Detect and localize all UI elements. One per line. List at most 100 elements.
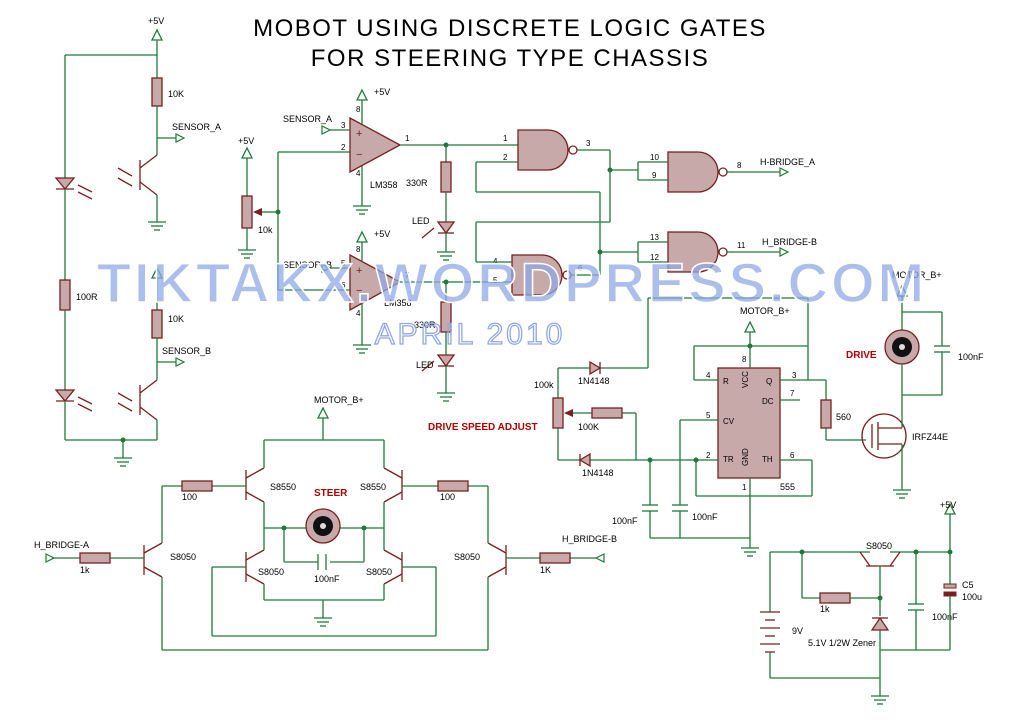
mosfet-irfz44e	[861, 413, 907, 459]
power-supply-section: +5V S8050 1k 5.1V 1/2W Zener 100nF	[760, 500, 982, 705]
resistor-10k-a-label: 10K	[168, 89, 184, 99]
battery-label: 9V	[792, 626, 803, 636]
motor-supply-arrow-icon	[316, 406, 330, 419]
resistor-100-right-label: 100	[440, 492, 455, 502]
title-line-2: FOR STEERING TYPE CHASSIS	[311, 45, 709, 72]
timer-pin-label: R	[723, 377, 729, 386]
pin-number: 4	[356, 169, 361, 178]
led-a-label: LED	[412, 216, 430, 226]
npn-driver-right-label: S8050	[454, 552, 480, 562]
sensor-a-net-label: SENSOR_A	[172, 122, 221, 132]
timer-pin-label: TR	[723, 455, 734, 464]
potentiometer-100k-label: 100k	[534, 380, 554, 390]
hbridge-section: MOTOR_B+ S8550 100 S8550 100 STEER	[34, 395, 617, 651]
pin-number: 3	[792, 371, 797, 380]
resistor-330r-a	[440, 161, 452, 193]
steer-label: STEER	[314, 488, 348, 499]
ground-icon	[148, 221, 166, 231]
pin-number: 7	[405, 271, 410, 280]
plus-icon: +	[356, 265, 362, 277]
comparator-section: +5V 10k + − LM358 SENSOR_A 3 2 +5V 8 4	[238, 87, 518, 402]
timer-pin-label: VCC	[741, 371, 750, 388]
drive-label: DRIVE	[846, 350, 877, 361]
timer-section: R VCC Q DC CV TR GND TH 555 MOTOR_B+ 8 4…	[428, 297, 866, 557]
pin-number: 2	[503, 153, 508, 162]
pin-number: 6	[341, 281, 346, 290]
vcc-arrow-icon	[355, 88, 369, 101]
pin-number: 1	[742, 483, 747, 492]
watermark-date: APRIL 2010	[375, 318, 566, 351]
ground-icon	[871, 695, 889, 705]
hbridge-b-out-label: H_BRIDGE-B	[762, 237, 817, 247]
drive-section: MOTOR_B+ DRIVE 100nF IRFZ44E	[846, 270, 984, 499]
sensor-a-input-label: SENSOR_A	[283, 114, 332, 124]
cap-timing-label: 100nF	[612, 516, 638, 526]
pin-number: 5	[706, 411, 711, 420]
potentiometer-10k-label: 10k	[258, 225, 273, 235]
nand-gate-3	[667, 151, 719, 193]
cap-drive-label: 100nF	[958, 352, 984, 362]
ir-led-b-icon	[54, 389, 76, 403]
motor-supply-label-steer: MOTOR_B+	[314, 395, 364, 405]
led-a-icon	[436, 221, 456, 235]
vcc-arrow-icon	[355, 230, 369, 243]
minus-icon: −	[356, 285, 362, 297]
opamp-a	[349, 116, 402, 174]
pin-number: 8	[737, 161, 742, 170]
resistor-330r-b-label: 330R	[414, 320, 436, 330]
sensor-b-input-label: SENSOR_B	[283, 260, 332, 270]
pin-number: 4	[706, 371, 711, 380]
pin-number: 10	[650, 153, 659, 162]
resistor-10k-b-label: 10K	[168, 314, 184, 324]
pin-number: 8	[742, 355, 747, 364]
pin-number: 3	[586, 139, 591, 148]
led-b-label: LED	[416, 360, 434, 370]
nand-gate-1	[517, 129, 569, 171]
nand-gate-4	[667, 231, 719, 273]
resistor-1k-regulator	[819, 592, 851, 604]
title-line-1: MOBOT USING DISCRETE LOGIC GATES	[253, 15, 767, 42]
resistor-560-label: 560	[836, 412, 851, 422]
pnp-left-label: S8550	[270, 482, 296, 492]
pin-number: 3	[341, 121, 346, 130]
pnp-right-label: S8550	[360, 482, 386, 492]
ground-icon	[741, 547, 759, 557]
pin-number: 2	[706, 451, 711, 460]
resistor-100-left-label: 100	[182, 492, 197, 502]
diode-1-icon	[589, 360, 602, 376]
npn-driver-left-label: S8050	[170, 552, 196, 562]
motor-supply-label-drive: MOTOR_B+	[892, 270, 942, 280]
vcc-label-regulator: +5V	[940, 500, 956, 510]
pin-number: 1	[405, 134, 410, 143]
timer-pin-label: Q	[766, 377, 772, 386]
pin-number: 8	[356, 245, 361, 254]
ground-icon	[238, 249, 256, 259]
resistor-100-right	[437, 480, 469, 492]
resistor-330r-a-label: 330R	[406, 178, 428, 188]
resistor-10k-b	[151, 309, 163, 339]
pin-number: 12	[650, 253, 659, 262]
ground-icon	[437, 251, 455, 261]
sensor-b-net-label: SENSOR_B	[162, 346, 211, 356]
resistor-10k-a	[151, 77, 163, 107]
plus-icon: +	[356, 128, 362, 140]
resistor-100-left	[181, 480, 213, 492]
resistor-1k-left	[79, 552, 111, 564]
pin-number: 6	[790, 451, 795, 460]
diode-2-label: 1N4148	[582, 468, 614, 478]
drive-speed-adjust-label: DRIVE SPEED ADJUST	[428, 422, 538, 433]
ground-icon	[353, 344, 371, 354]
watermark-site: TIKTAKX.WORDPRESS.COM	[97, 251, 927, 314]
vcc-label-opamp-a: +5V	[374, 87, 390, 97]
resistor-560	[820, 399, 832, 429]
cap-c5-label: C5	[962, 580, 974, 590]
resistor-1k-regulator-label: 1k	[820, 604, 830, 614]
zener-diode-icon	[870, 616, 890, 631]
ground-icon	[114, 457, 132, 467]
led-b-icon	[436, 354, 456, 368]
logic-gates: 1 2 3 4 5 6 10 9 8 H-BRIDGE_A	[475, 129, 817, 296]
hbridge-a-in-label: H_BRIDGE-A	[34, 540, 89, 550]
pin-number: 6	[578, 264, 583, 273]
vcc-label-opamp-b: +5V	[374, 229, 390, 239]
npn-regulator-label: S8050	[866, 541, 892, 551]
